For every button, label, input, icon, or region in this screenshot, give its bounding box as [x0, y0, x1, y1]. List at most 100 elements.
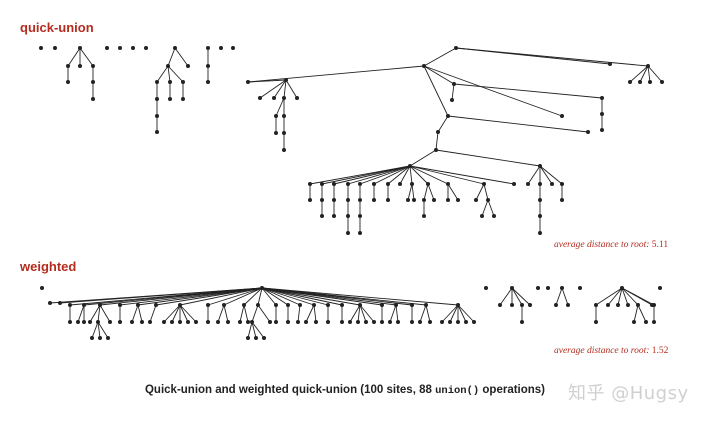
tree-edge: [243, 304, 249, 323]
site-node: [538, 214, 542, 218]
site-node: [358, 182, 362, 186]
tree-edge: [261, 287, 343, 306]
site-node: [356, 320, 360, 324]
tree-edge: [455, 47, 649, 67]
tree-edge: [621, 287, 639, 306]
tree-edge: [409, 149, 437, 167]
site-node: [510, 303, 514, 307]
site-node: [386, 182, 390, 186]
site-node: [566, 303, 570, 307]
tree-edge: [621, 287, 655, 306]
site-node: [372, 182, 376, 186]
site-node: [78, 64, 82, 68]
figure-caption: Quick-union and weighted quick-union (10…: [0, 384, 690, 397]
tree-edge: [97, 304, 101, 323]
site-node: [358, 231, 362, 235]
avg-label: average distance to root:: [554, 346, 650, 356]
site-node: [520, 303, 524, 307]
tree-edge: [261, 287, 301, 306]
site-node: [480, 214, 484, 218]
tree-edge: [409, 165, 515, 185]
site-node: [53, 46, 57, 50]
site-node: [96, 320, 100, 324]
site-node: [118, 46, 122, 50]
site-node: [76, 320, 80, 324]
tree-edge: [617, 287, 623, 306]
site-node: [608, 62, 612, 66]
tree-edge: [347, 165, 411, 185]
tree-edge: [607, 287, 623, 306]
site-node: [274, 114, 278, 118]
site-node: [262, 336, 266, 340]
site-node: [39, 46, 43, 50]
tree-edge: [437, 115, 449, 133]
tree-edge: [647, 65, 663, 83]
tree-edge: [131, 304, 139, 323]
site-node: [538, 164, 542, 168]
site-node: [131, 46, 135, 50]
site-node: [422, 64, 426, 68]
tree-edge: [373, 165, 411, 185]
site-node: [106, 336, 110, 340]
tree-edge: [217, 304, 225, 323]
site-node: [406, 198, 410, 202]
site-node: [219, 46, 223, 50]
site-node: [170, 320, 174, 324]
site-node: [632, 320, 636, 324]
site-node: [282, 114, 286, 118]
tree-edge: [137, 287, 263, 306]
site-node: [186, 64, 190, 68]
site-node: [456, 320, 460, 324]
site-node: [538, 182, 542, 186]
site-node: [216, 320, 220, 324]
site-node: [456, 198, 460, 202]
site-node: [314, 320, 318, 324]
avg-value: 1.52: [651, 346, 669, 356]
site-node: [256, 303, 260, 307]
site-node: [560, 182, 564, 186]
tree-edge: [257, 304, 271, 323]
site-node: [181, 80, 185, 84]
tree-edges: [49, 47, 663, 339]
site-node: [308, 182, 312, 186]
site-node: [538, 231, 542, 235]
tree-edge: [247, 321, 253, 339]
site-node: [320, 198, 324, 202]
site-node: [118, 303, 122, 307]
tree-edge: [423, 65, 455, 85]
site-node: [424, 303, 428, 307]
tree-edge: [561, 287, 569, 306]
tree-edge: [423, 65, 563, 117]
site-node: [274, 320, 278, 324]
site-node: [422, 198, 426, 202]
site-node: [82, 320, 86, 324]
tree-edge: [595, 287, 623, 306]
tree-edge: [511, 287, 531, 306]
tree-edge: [261, 287, 361, 306]
site-node: [168, 97, 172, 101]
site-node: [346, 198, 350, 202]
tree-edge: [357, 304, 361, 323]
site-node: [326, 303, 330, 307]
site-node: [616, 303, 620, 307]
site-node: [484, 286, 488, 290]
site-node: [178, 303, 182, 307]
site-node: [206, 80, 210, 84]
site-node: [410, 320, 414, 324]
tree-edge: [261, 287, 277, 306]
tree-edge: [261, 287, 289, 306]
site-node: [648, 80, 652, 84]
site-node: [66, 80, 70, 84]
tree-edge: [259, 79, 287, 99]
tree-edge: [333, 165, 411, 185]
tree-edge: [359, 165, 411, 185]
site-node: [332, 214, 336, 218]
tree-edge: [97, 321, 101, 339]
site-node: [284, 78, 288, 82]
site-node: [492, 214, 496, 218]
site-node: [118, 320, 122, 324]
tree-edge: [425, 304, 431, 323]
tree-edge: [79, 47, 94, 67]
site-node: [268, 320, 272, 324]
tree-edge: [67, 47, 81, 67]
